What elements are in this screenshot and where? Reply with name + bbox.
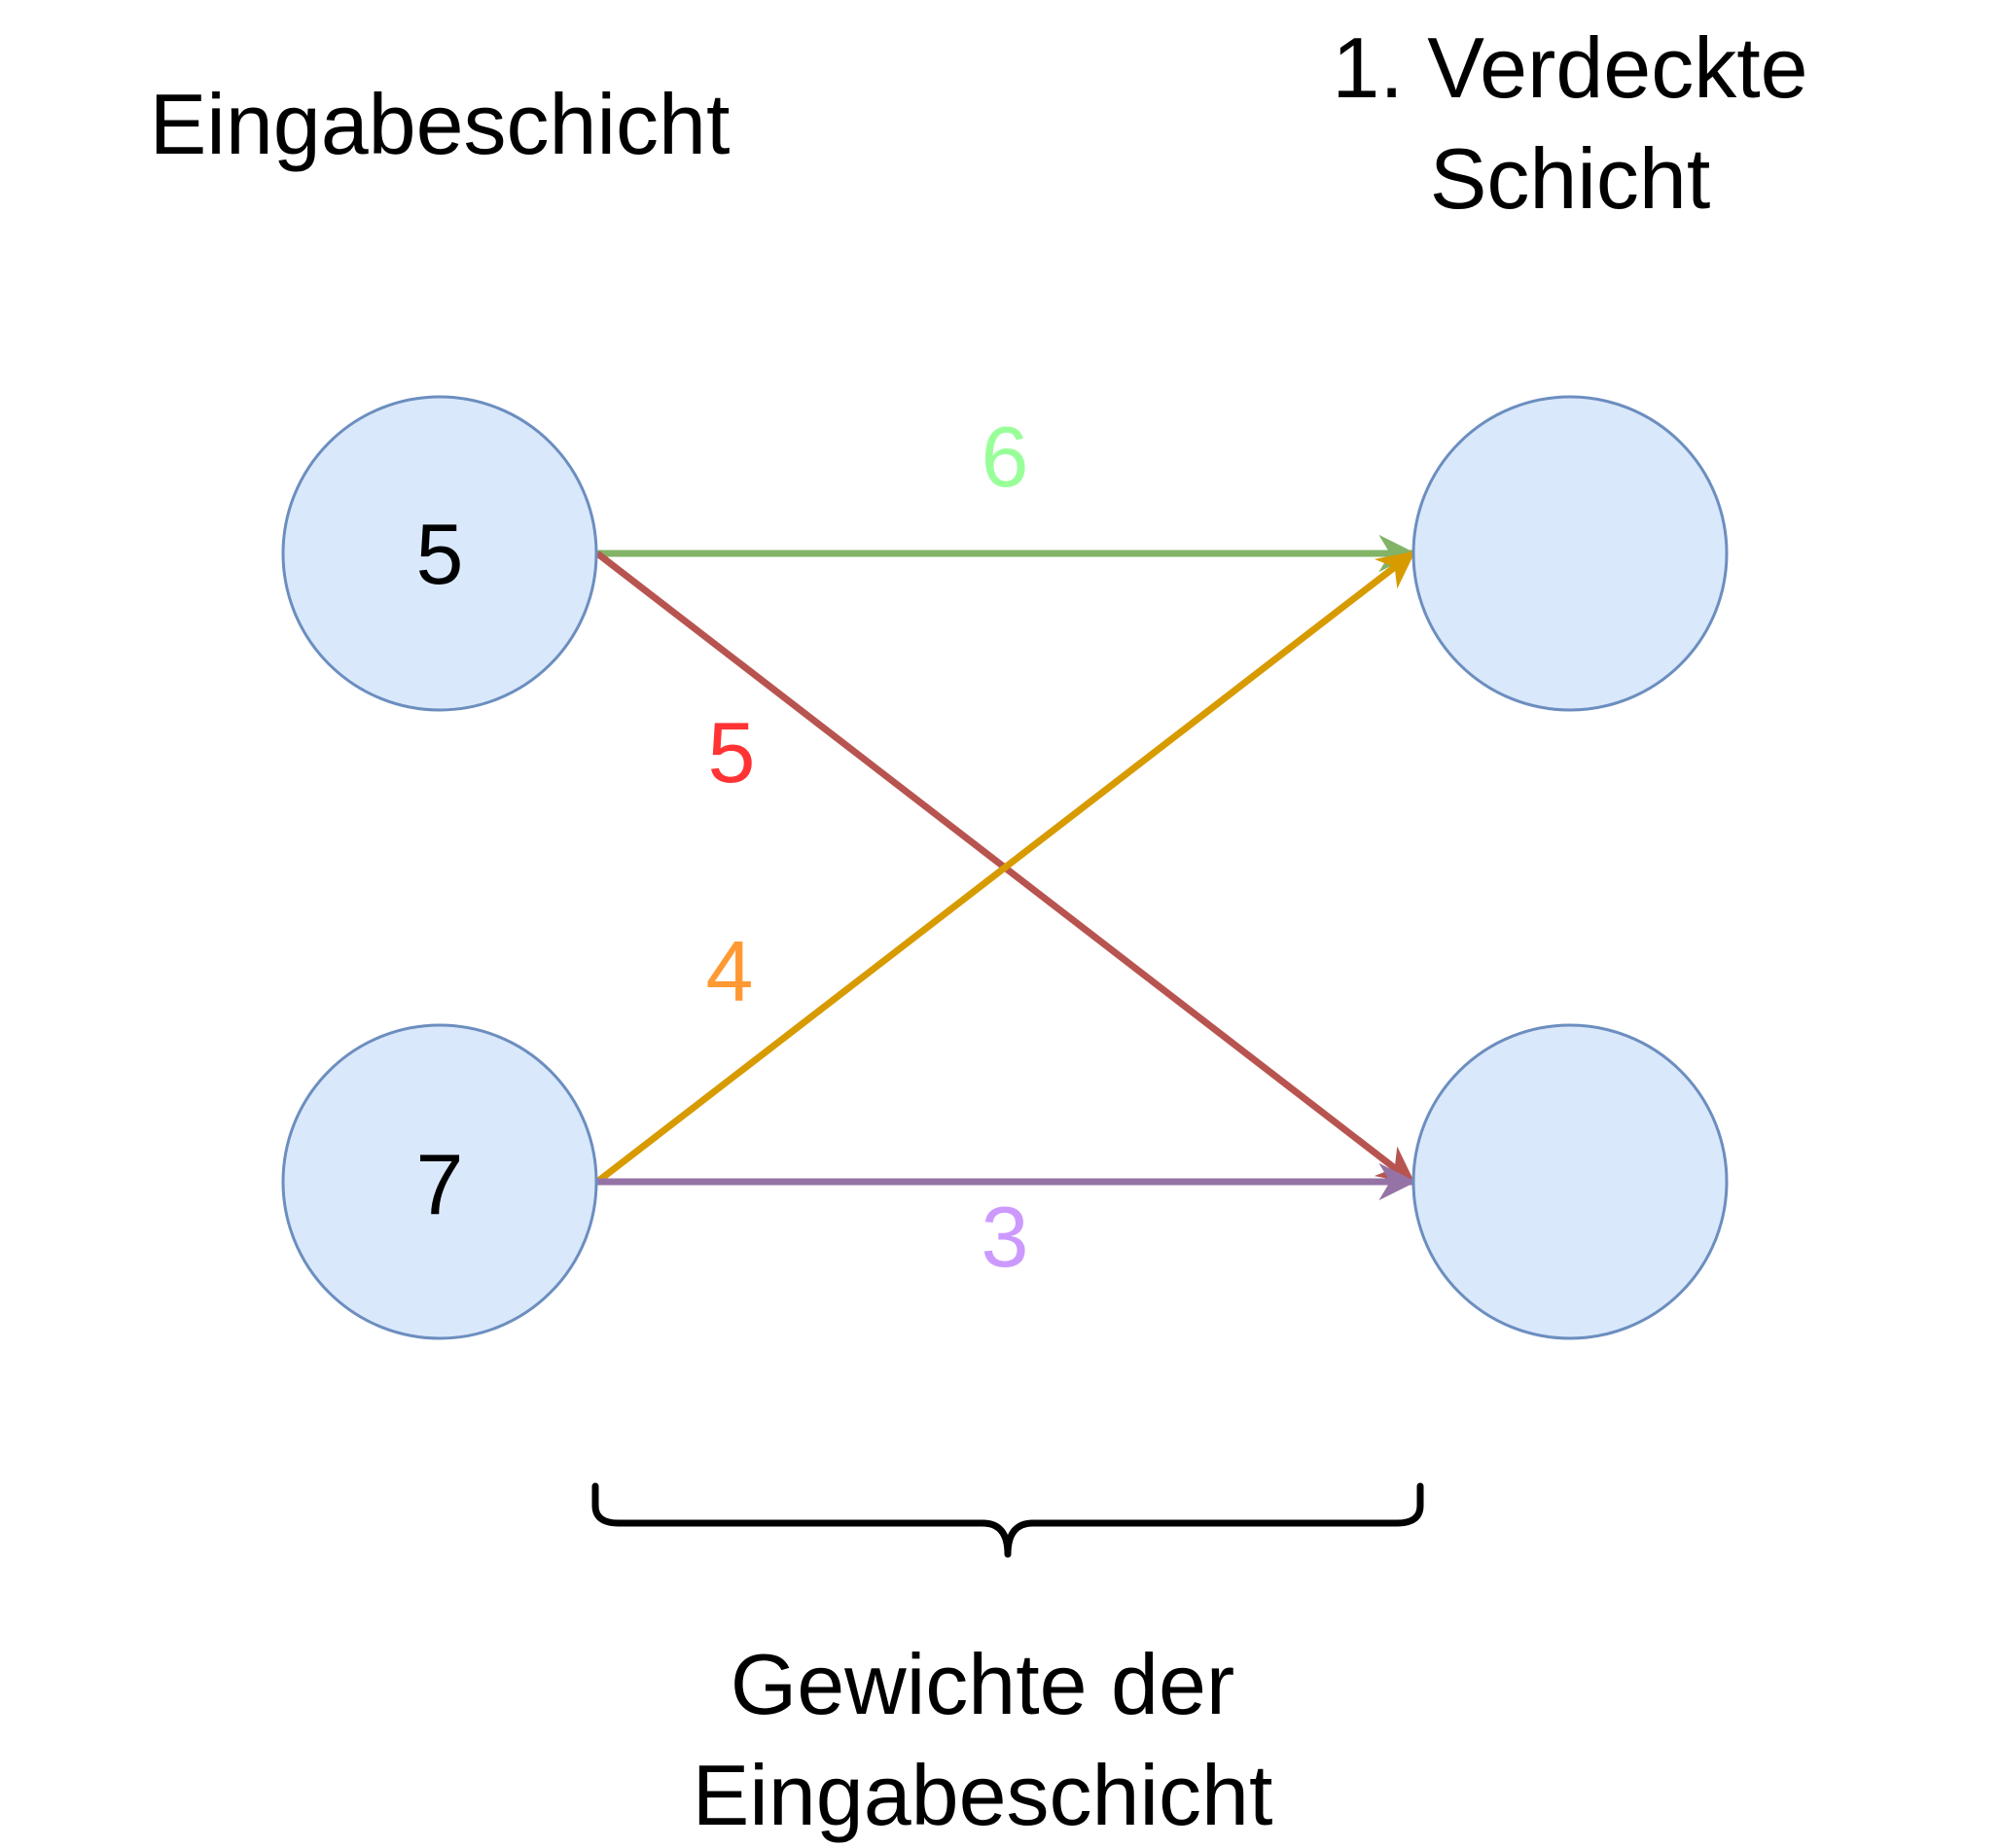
brace-caption-line2: Eingabeschicht	[693, 1747, 1273, 1843]
brace-caption-line1: Gewichte der	[731, 1636, 1234, 1732]
weight-label-input1-hidden1: 6	[982, 409, 1029, 505]
edge-input2-to-hidden1	[594, 551, 1416, 1185]
hidden-node-2	[1411, 1023, 1729, 1340]
input-node-2	[281, 1023, 598, 1340]
hidden-node-1	[1411, 395, 1729, 712]
weight-label-input2-hidden1: 4	[706, 923, 754, 1019]
input-node-1-value: 5	[416, 506, 464, 602]
hidden-layer-title-line1: 1. Verdeckte	[1332, 19, 1807, 116]
input-node-1	[281, 395, 598, 712]
weights-brace	[591, 1482, 1424, 1558]
weight-label-input1-hidden2: 5	[708, 704, 756, 800]
input-layer-title: Eingabeschicht	[150, 76, 731, 172]
hidden-layer-title-line2: Schicht	[1430, 130, 1711, 227]
input-node-2-value: 7	[416, 1136, 464, 1232]
weight-label-input2-hidden2: 3	[982, 1189, 1029, 1285]
